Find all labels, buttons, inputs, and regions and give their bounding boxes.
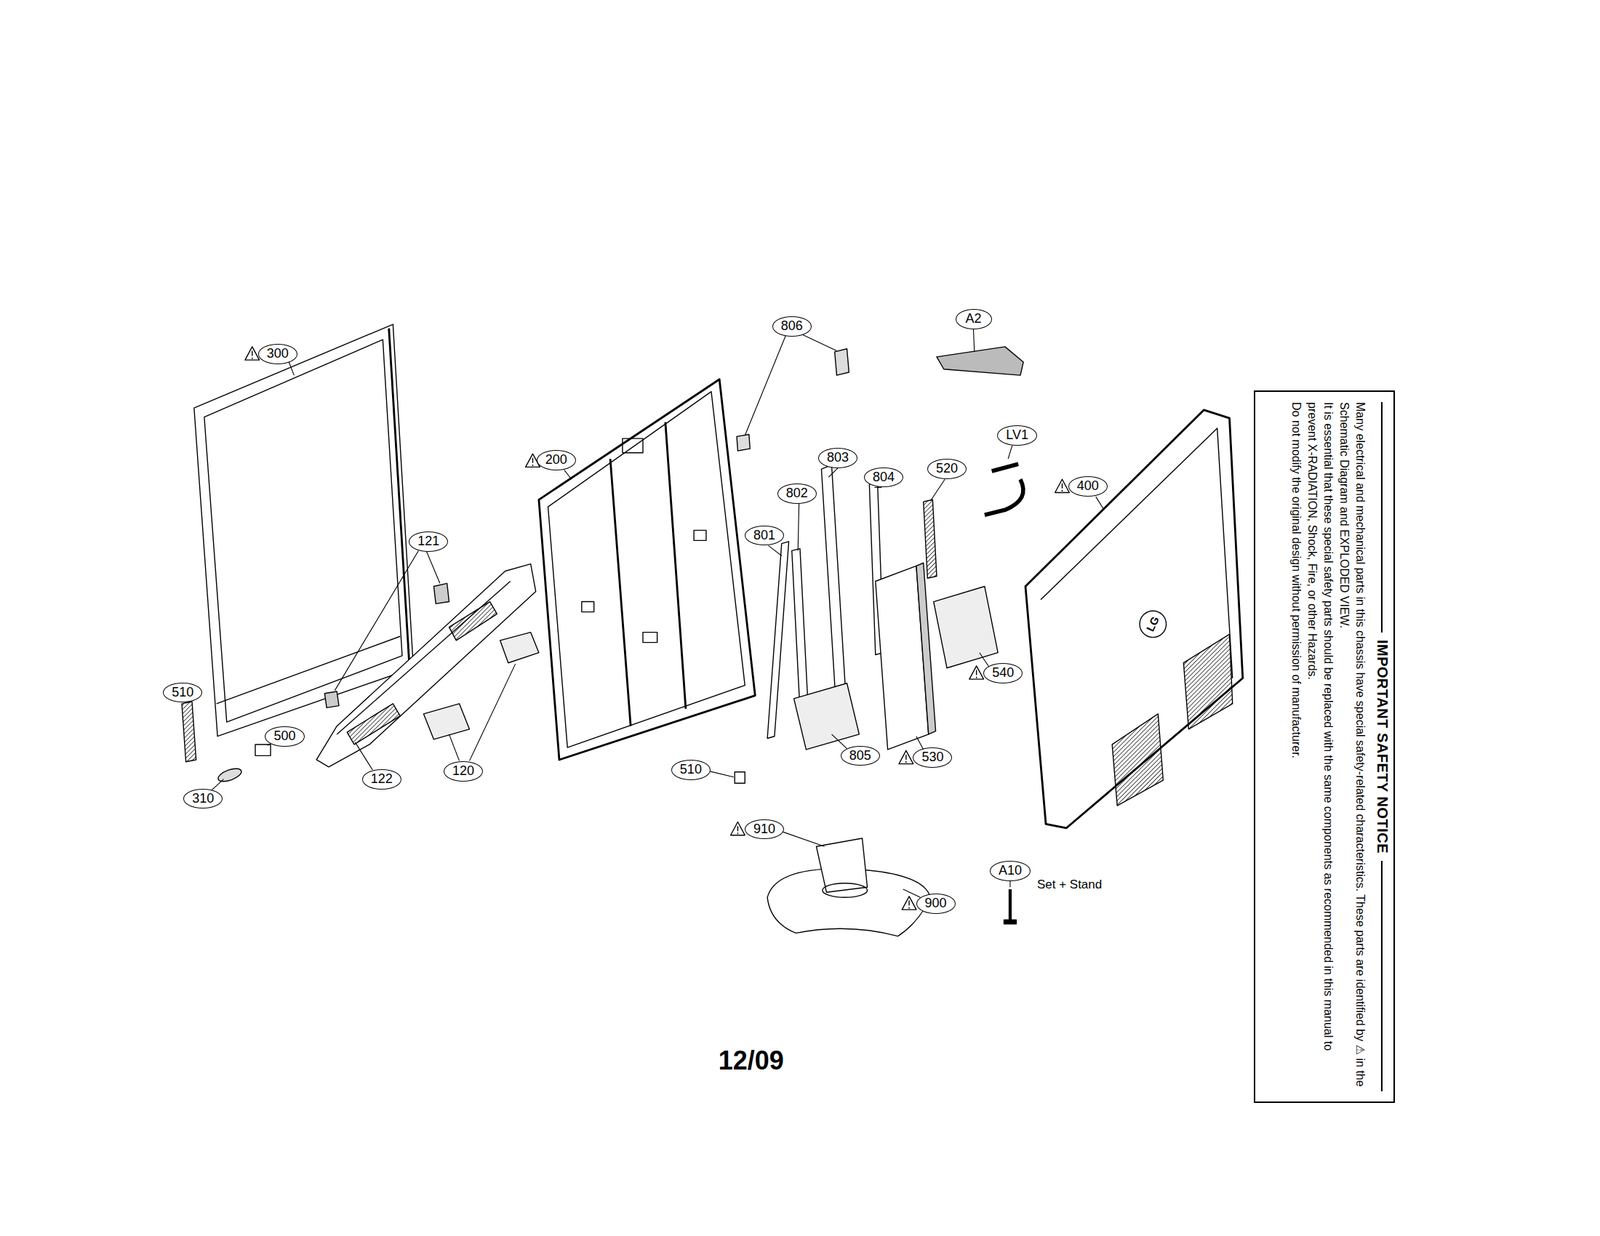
callout-number: 530: [912, 747, 952, 768]
part-540: [933, 586, 998, 669]
part-803: [821, 465, 847, 718]
part-120a: [423, 704, 470, 740]
panel-inner: [548, 392, 746, 749]
callout-number: 200: [536, 450, 576, 471]
notice-paragraph: Many electrical and mechanical parts in …: [1336, 402, 1368, 1092]
part-806a: [834, 349, 850, 376]
leader-lines: [211, 329, 1104, 898]
cover-vent: [1183, 634, 1232, 729]
callout-number: 805: [840, 746, 880, 767]
callout-number: 500: [264, 726, 304, 747]
panel-detail: [642, 632, 658, 643]
part-805: [794, 683, 860, 750]
callout-number: 540: [983, 663, 1023, 684]
warning-triangle: [245, 346, 260, 360]
callout-number: 520: [927, 458, 967, 480]
logo-circle: [1139, 610, 1166, 638]
notice-paragraph: Do not modify the original design withou…: [1288, 402, 1304, 1092]
title-rule: [1381, 861, 1384, 1092]
part-500: [255, 744, 271, 756]
stand-note: Set + Stand: [1035, 878, 1104, 893]
callout-number: 400: [1068, 476, 1108, 497]
front-bezel: [194, 324, 414, 737]
panel-detail: [693, 530, 707, 541]
cover-outer: [1025, 410, 1243, 829]
notice-paragraph: It is essential that these special safet…: [1304, 402, 1336, 1092]
display-panel: [538, 379, 755, 760]
warning-triangle: [1055, 479, 1070, 493]
callout-number: 122: [362, 769, 402, 790]
part-510-small: [734, 772, 745, 784]
screw-a10: [1004, 889, 1017, 925]
page-date: 12/09: [718, 1046, 784, 1076]
callout-number: 804: [864, 467, 904, 488]
callout-number: 802: [777, 483, 817, 504]
callout-number: 910: [744, 819, 784, 840]
callout-number: 121: [408, 531, 448, 552]
cover-edge: [1040, 428, 1233, 679]
notice-title: IMPORTANT SAFETY NOTICE: [1373, 632, 1391, 862]
callout-number: 806: [772, 316, 812, 337]
bezel-inner: [204, 339, 403, 723]
callout-number: 900: [916, 893, 956, 915]
part-a2: [936, 346, 1024, 376]
speaker-grill: [448, 602, 497, 641]
callout-number: 510: [671, 760, 711, 781]
bracket-ridge: [336, 581, 510, 735]
callout-number: 310: [183, 789, 223, 810]
bezel-edge: [389, 328, 410, 664]
title-rule: [1381, 402, 1384, 633]
panel-detail: [622, 438, 643, 454]
part-802: [792, 549, 808, 712]
callout-number: 300: [258, 344, 298, 365]
callout-number: LV1: [997, 425, 1038, 446]
speaker-grill: [346, 704, 400, 745]
notice-content: IMPORTANT SAFETY NOTICE Many electrical a…: [1255, 392, 1394, 1102]
safety-notice-box: IMPORTANT SAFETY NOTICE Many electrical a…: [1253, 390, 1395, 1104]
panel-outer: [538, 379, 755, 760]
warning-triangle: [901, 896, 917, 910]
callout-number: A10: [989, 861, 1031, 882]
part-530-side: [916, 562, 936, 735]
warning-triangle: [898, 750, 914, 764]
panel-rail: [665, 422, 686, 710]
part-520: [923, 499, 937, 579]
warning-triangle: [730, 822, 746, 836]
part-801: [767, 541, 789, 739]
panel-detail: [581, 602, 595, 613]
part-806b: [736, 434, 750, 451]
part-121b: [324, 691, 339, 708]
bezel-outer: [194, 324, 414, 737]
part-310: [216, 766, 243, 785]
panel-rail: [610, 458, 631, 726]
cover-vent: [1112, 714, 1163, 806]
stand: [767, 838, 931, 937]
callout-number: 120: [443, 761, 483, 782]
warning-triangles: [245, 346, 1070, 910]
notice-title-row: IMPORTANT SAFETY NOTICE: [1373, 402, 1391, 1092]
callout-number: 510: [162, 682, 203, 704]
warning-triangle: [969, 666, 984, 680]
stand-collar: [822, 883, 868, 899]
part-121a: [433, 583, 449, 604]
callout-number: 801: [744, 525, 784, 547]
part-120b: [500, 632, 539, 664]
callout-number: 803: [818, 448, 858, 469]
callout-number: A2: [955, 309, 992, 330]
cable-lv1: [984, 464, 1024, 515]
part-510-bar: [181, 701, 197, 763]
back-cover: [1025, 410, 1243, 829]
